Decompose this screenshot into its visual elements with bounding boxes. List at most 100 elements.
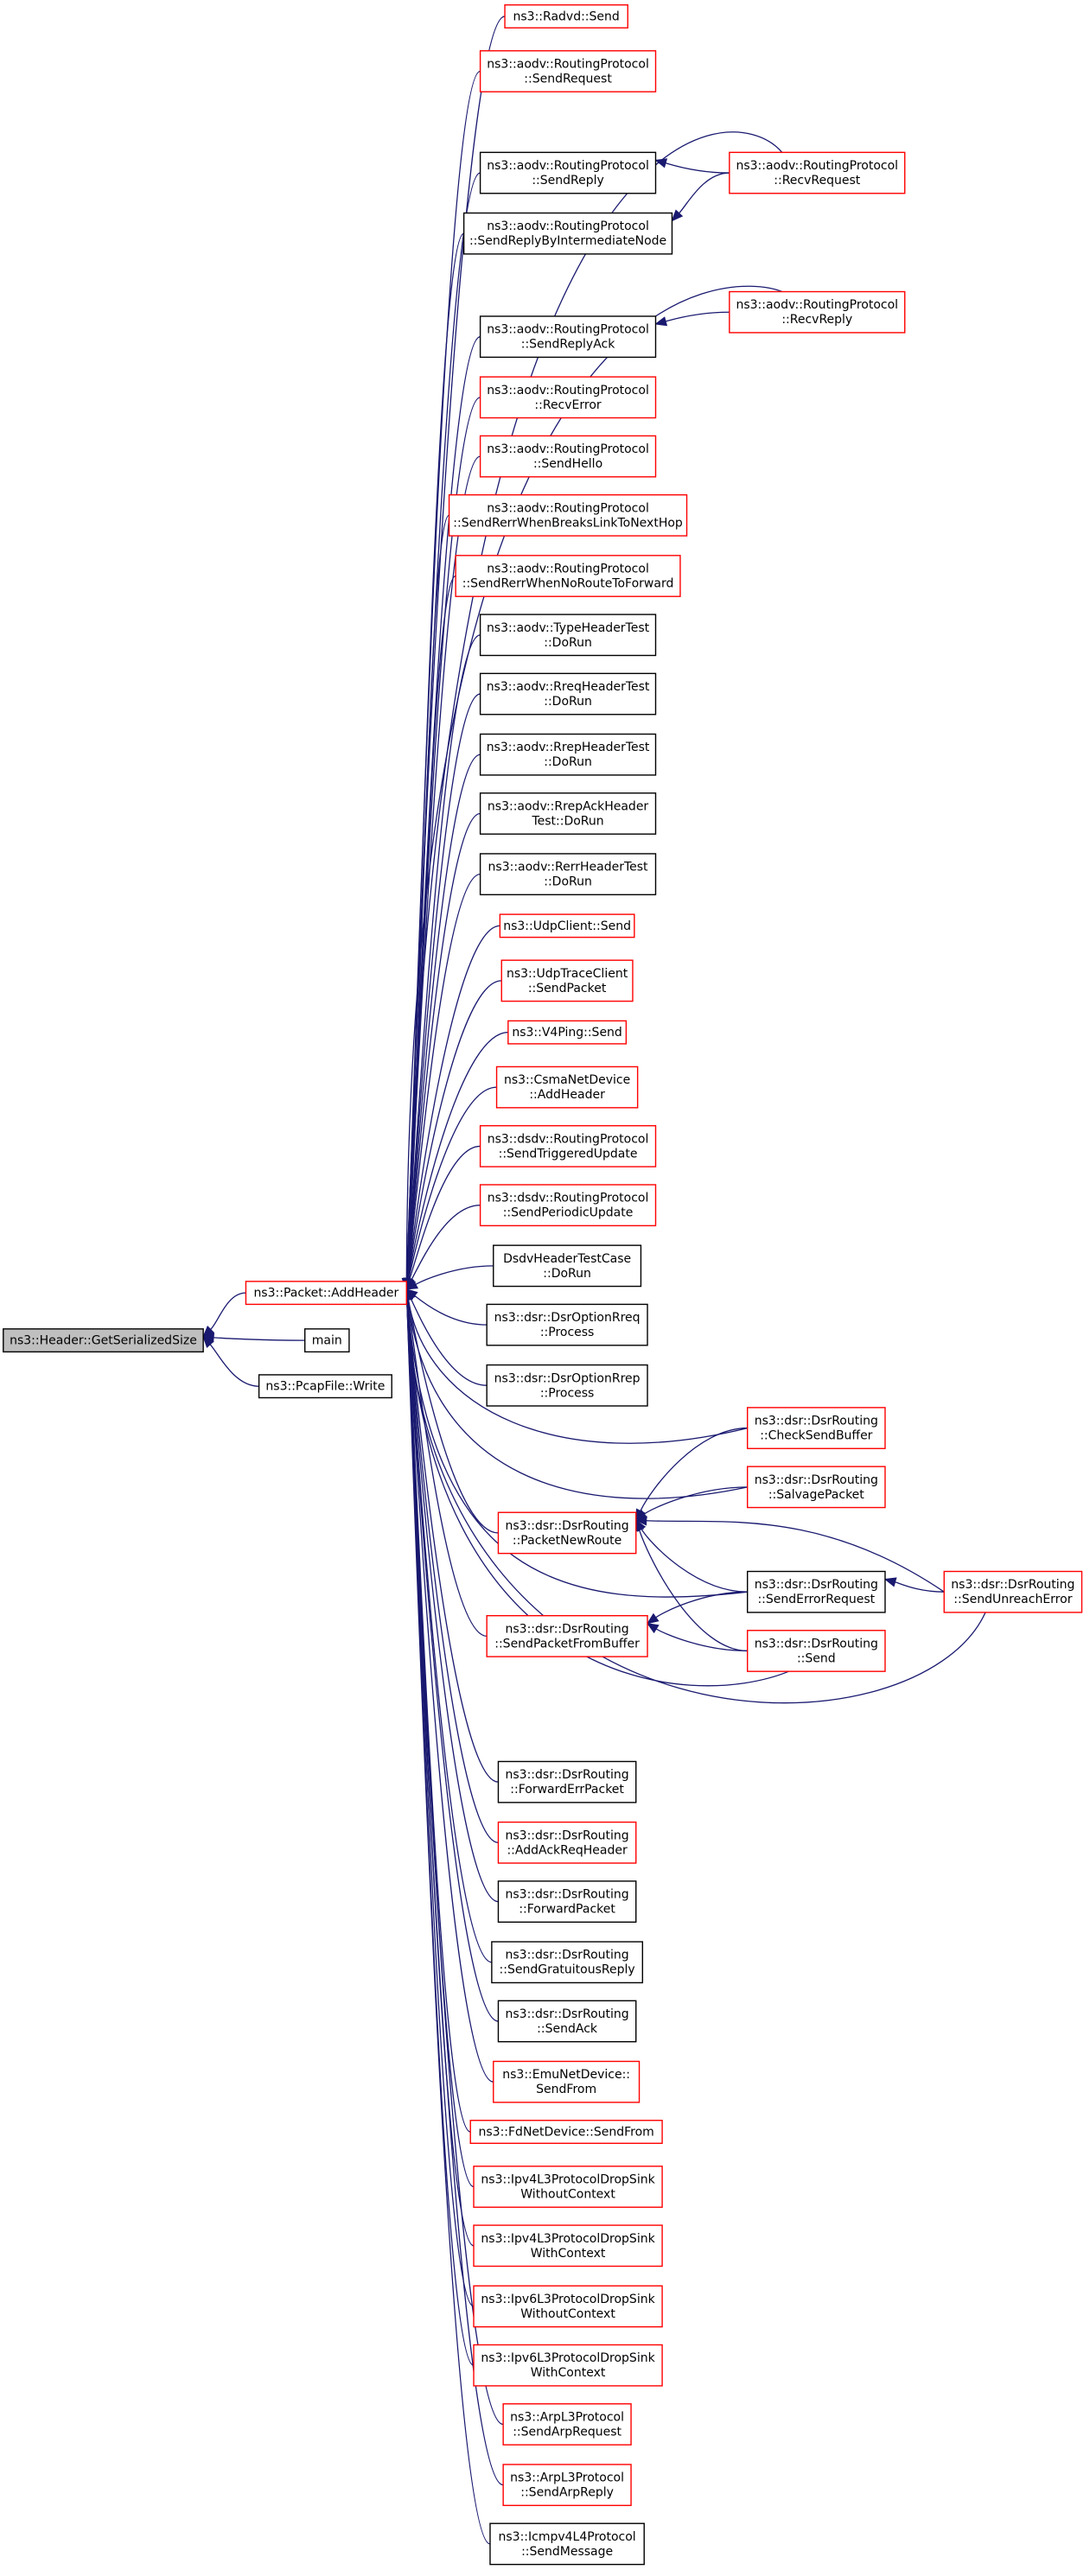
node-label: ns3::PcapFile::Write <box>265 1380 385 1394</box>
node-label: ns3::ArpL3Protocol <box>510 2410 624 2424</box>
node-label: ::SendAck <box>537 2022 598 2036</box>
node-label: main <box>312 1334 342 1348</box>
node-aodvsendreply[interactable]: ns3::aodv::RoutingProtocol::SendReply <box>479 151 657 194</box>
node-dsrsendunreach[interactable]: ns3::dsr::DsrRouting::SendUnreachError <box>943 1570 1083 1613</box>
node-aodvtypetest[interactable]: ns3::aodv::TypeHeaderTest::DoRun <box>479 614 657 657</box>
node-aodvrreqtest[interactable]: ns3::aodv::RreqHeaderTest::DoRun <box>479 672 657 716</box>
node-dsrrreqprocess[interactable]: ns3::dsr::DsrOptionRreq::Process <box>486 1303 648 1346</box>
edge-dsrsenderrorrequest-to-dsrpacketnewroute <box>635 1519 748 1593</box>
node-aodvrerrbreaks[interactable]: ns3::aodv::RoutingProtocol::SendRerrWhen… <box>448 493 688 537</box>
node-aodvsendrequest[interactable]: ns3::aodv::RoutingProtocol::SendRequest <box>479 50 657 92</box>
node-label: ns3::dsr::DsrRouting <box>506 1768 629 1782</box>
node-label: ns3::aodv::RoutingProtocol <box>736 159 898 173</box>
node-label: ::SendRequest <box>524 72 612 86</box>
node-label: ns3::dsr::DsrRouting <box>506 1519 629 1533</box>
node-label: ::SendRerrWhenBreaksLinkToNextHop <box>453 516 683 530</box>
node-label: ::SalvagePacket <box>768 1488 864 1502</box>
node-aodvrecvrequest[interactable]: ns3::aodv::RoutingProtocol::RecvRequest <box>729 151 906 194</box>
node-aodvrerrtest[interactable]: ns3::aodv::RerrHeaderTest::DoRun <box>479 853 657 896</box>
node-v4pingsend[interactable]: ns3::V4Ping::Send <box>507 1020 628 1045</box>
edge-aodvrecvreply-to-aodvsendreplyack <box>654 311 730 327</box>
node-addheader[interactable]: ns3::Packet::AddHeader <box>245 1281 407 1306</box>
node-label: ns3::dsr::DsrRouting <box>506 1888 629 1902</box>
node-label: ns3::ArpL3Protocol <box>510 2471 624 2485</box>
node-arpsendrequest[interactable]: ns3::ArpL3Protocol::SendArpRequest <box>502 2403 632 2446</box>
node-label: ::SendReplyByIntermediateNode <box>469 234 666 248</box>
edge-dsrrrepprocess-to-addheader <box>405 1288 488 1386</box>
node-icmpsendmessage[interactable]: ns3::Icmpv4L4Protocol::SendMessage <box>489 2522 645 2566</box>
node-label: ns3::EmuNetDevice:: <box>502 2068 630 2082</box>
node-label: ns3::aodv::RreqHeaderTest <box>487 680 650 694</box>
node-dsrpacketnewroute[interactable]: ns3::dsr::DsrRouting::PacketNewRoute <box>497 1511 637 1555</box>
node-udpclientsend[interactable]: ns3::UdpClient::Send <box>499 913 635 938</box>
node-label: ns3::CsmaNetDevice <box>504 1073 630 1087</box>
node-dsrforwarderr[interactable]: ns3::dsr::DsrRouting::ForwardErrPacket <box>497 1760 637 1803</box>
node-label: ::SendErrorRequest <box>757 1593 875 1606</box>
node-aodvrecvreply[interactable]: ns3::aodv::RoutingProtocol::RecvReply <box>729 290 906 334</box>
node-ipv6dropwithout[interactable]: ns3::Ipv6L3ProtocolDropSinkWithoutContex… <box>473 2285 663 2328</box>
node-dsraddackreq[interactable]: ns3::dsr::DsrRouting::AddAckReqHeader <box>497 1821 637 1864</box>
node-csmaaddheader[interactable]: ns3::CsmaNetDevice::AddHeader <box>495 1065 639 1109</box>
node-aodvsendhello[interactable]: ns3::aodv::RoutingProtocol::SendHello <box>479 435 657 478</box>
node-label: ::SendRerrWhenNoRouteToForward <box>462 577 674 591</box>
node-dsdvtriggered[interactable]: ns3::dsdv::RoutingProtocol::SendTriggere… <box>479 1125 657 1167</box>
node-label: ns3::dsr::DsrRouting <box>506 1622 629 1636</box>
node-aodvrerrnoroute[interactable]: ns3::aodv::RoutingProtocol::SendRerrWhen… <box>455 555 681 597</box>
node-label: ::Send <box>797 1651 836 1665</box>
node-label: ::PacketNewRoute <box>513 1534 621 1548</box>
node-dsrgratuitous[interactable]: ns3::dsr::DsrRouting::SendGratuitousRepl… <box>491 1941 644 1984</box>
edge-aodvrecvrequest-to-aodvsendreplyintermediate <box>671 172 730 222</box>
node-label: ns3::Icmpv4L4Protocol <box>499 2530 636 2544</box>
node-label: ns3::FdNetDevice::SendFrom <box>479 2126 654 2140</box>
node-label: ::RecvError <box>534 398 601 412</box>
node-label: ::SendTriggeredUpdate <box>499 1147 638 1161</box>
node-label: ::SendPacket <box>528 982 607 995</box>
node-dsrsend[interactable]: ns3::dsr::DsrRouting::Send <box>746 1630 886 1672</box>
node-radvdsend[interactable]: ns3::Radvd::Send <box>504 3 628 29</box>
node-label: ::AddHeader <box>529 1088 605 1102</box>
node-udptraceclient[interactable]: ns3::UdpTraceClient::SendPacket <box>500 959 634 1002</box>
node-label: ::SendPeriodicUpdate <box>503 1206 634 1220</box>
node-arpsendreply[interactable]: ns3::ArpL3Protocol::SendArpReply <box>502 2464 632 2507</box>
node-main[interactable]: main <box>304 1328 350 1353</box>
node-label: ::Process <box>540 1386 595 1400</box>
node-label: ::SendGratuitousReply <box>500 1963 635 1977</box>
node-dsrrrepprocess[interactable]: ns3::dsr::DsrOptionRrep::Process <box>486 1364 648 1407</box>
node-aodvsendreplyack[interactable]: ns3::aodv::RoutingProtocol::SendReplyAck <box>479 315 657 359</box>
node-pcapwrite[interactable]: ns3::PcapFile::Write <box>258 1374 392 1399</box>
node-label: ::RecvRequest <box>774 174 861 188</box>
node-label: ns3::Header::GetSerializedSize <box>10 1334 197 1348</box>
node-label: ns3::aodv::RoutingProtocol <box>487 442 649 456</box>
node-dsrsendack[interactable]: ns3::dsr::DsrRouting::SendAck <box>497 2000 637 2043</box>
node-dsdvperiodic[interactable]: ns3::dsdv::RoutingProtocol::SendPeriodic… <box>479 1184 657 1227</box>
node-dsdvtestcase[interactable]: DsdvHeaderTestCase::DoRun <box>493 1244 642 1288</box>
node-label: ns3::aodv::RoutingProtocol <box>487 57 649 71</box>
edge-dsdvtestcase-to-addheader <box>405 1265 494 1290</box>
node-label: ns3::dsr::DsrRouting <box>506 1949 629 1962</box>
node-aodvsendreplyintermediate[interactable]: ns3::aodv::RoutingProtocol::SendReplyByI… <box>462 212 673 255</box>
node-label: ::ForwardErrPacket <box>510 1783 624 1797</box>
node-aodvrreptest[interactable]: ns3::aodv::RrepHeaderTest::DoRun <box>479 733 657 776</box>
node-label: ::CheckSendBuffer <box>760 1429 872 1443</box>
node-label: ns3::dsr::DsrRouting <box>755 1578 878 1592</box>
node-label: ::DoRun <box>544 695 592 709</box>
node-label: ::DoRun <box>543 1267 591 1281</box>
node-aodvrecverror[interactable]: ns3::aodv::RoutingProtocol::RecvError <box>479 376 657 419</box>
node-dsrforwardpacket[interactable]: ns3::dsr::DsrRouting::ForwardPacket <box>497 1880 637 1923</box>
node-emusendfrom[interactable]: ns3::EmuNetDevice::SendFrom <box>493 2060 641 2103</box>
node-label: ns3::aodv::RoutingProtocol <box>487 384 649 398</box>
node-label: Test::DoRun <box>531 814 603 828</box>
node-dsrsalvage[interactable]: ns3::dsr::DsrRouting::SalvagePacket <box>746 1466 886 1509</box>
node-label: ns3::dsr::DsrRouting <box>755 1473 878 1487</box>
node-dsrsenderrorrequest[interactable]: ns3::dsr::DsrRouting::SendErrorRequest <box>746 1570 886 1613</box>
node-dsrchecksendbuffer[interactable]: ns3::dsr::DsrRouting::CheckSendBuffer <box>746 1407 886 1449</box>
node-fdsendfrom[interactable]: ns3::FdNetDevice::SendFrom <box>469 2120 663 2144</box>
node-dsrsendpacketfrombuffer[interactable]: ns3::dsr::DsrRouting::SendPacketFromBuff… <box>486 1614 648 1657</box>
node-label: ns3::aodv::RoutingProtocol <box>487 159 649 173</box>
node-ipv4dropwithout[interactable]: ns3::Ipv4L3ProtocolDropSinkWithoutContex… <box>473 2166 663 2208</box>
node-label: ns3::aodv::RoutingProtocol <box>736 298 898 312</box>
